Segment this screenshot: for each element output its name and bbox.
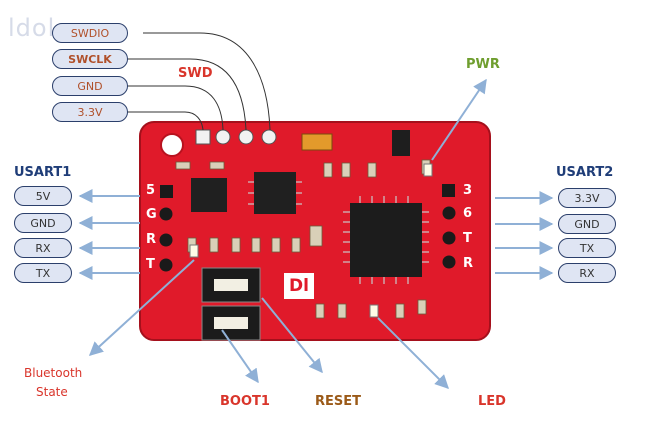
usart2-pin-rx: RX	[558, 263, 616, 283]
usart2-pin-gnd: GND	[558, 214, 616, 234]
silk-left-1: 5	[146, 183, 156, 198]
arrow-bluetooth	[88, 259, 195, 356]
bluetooth-state-led	[189, 244, 199, 258]
gnd-line	[127, 85, 224, 131]
chip-medium	[254, 172, 296, 214]
regulator	[392, 130, 410, 156]
silk-left-3: R	[146, 232, 157, 247]
usart1-title: USART1	[14, 165, 72, 180]
silk-right-3: T	[463, 231, 472, 246]
capacitor	[301, 133, 333, 151]
reset-label: RESET	[315, 394, 362, 409]
arrow-boot1	[221, 329, 259, 384]
pwr-label: PWR	[466, 57, 500, 72]
usart2-pin-tx: TX	[558, 238, 616, 258]
usart1-pin-gnd: GND	[14, 213, 72, 233]
boot1-button	[201, 267, 261, 303]
status-led	[369, 304, 379, 318]
usart1-pin-tx: TX	[14, 263, 72, 283]
power-led	[423, 163, 433, 177]
arrow-led	[377, 317, 449, 389]
swd-pin-gnd: GND	[52, 76, 128, 96]
reset-button	[201, 305, 261, 341]
silk-right-1: 3	[463, 183, 473, 198]
swd-title: SWD	[178, 66, 213, 81]
board-logo: Dl	[289, 276, 309, 296]
usart2-pin-3v3: 3.3V	[558, 188, 616, 208]
mcu-chip	[350, 203, 422, 277]
bluetooth-label-line1: Bluetooth	[24, 366, 83, 380]
board-logo-box	[284, 273, 314, 299]
chip-small	[191, 178, 227, 212]
usart1-pin-rx: RX	[14, 238, 72, 258]
swd-pin-3v3: 3.3V	[52, 102, 128, 122]
watermark: ldol	[8, 14, 56, 42]
arrow-pwr	[431, 78, 487, 161]
silk-right-2: 6	[463, 206, 473, 221]
boot1-label: BOOT1	[220, 394, 270, 409]
swd-pin-swclk: SWCLK	[52, 49, 128, 69]
silk-right-4: R	[463, 256, 474, 271]
usart1-header	[159, 185, 173, 272]
usart2-header	[442, 184, 456, 269]
mounting-hole	[160, 133, 184, 157]
bluetooth-label-line2: State	[36, 385, 68, 399]
v33-line	[110, 111, 204, 131]
arrow-reset	[261, 297, 323, 374]
usart2-title: USART2	[556, 165, 614, 180]
silk-left-2: G	[146, 207, 157, 222]
silk-left-4: T	[146, 257, 155, 272]
swdio-line	[143, 32, 271, 131]
swd-pin-swdio: SWDIO	[52, 23, 128, 43]
usart1-pin-5v: 5V	[14, 186, 72, 206]
swclk-line	[127, 58, 247, 131]
led-label: LED	[478, 394, 506, 409]
